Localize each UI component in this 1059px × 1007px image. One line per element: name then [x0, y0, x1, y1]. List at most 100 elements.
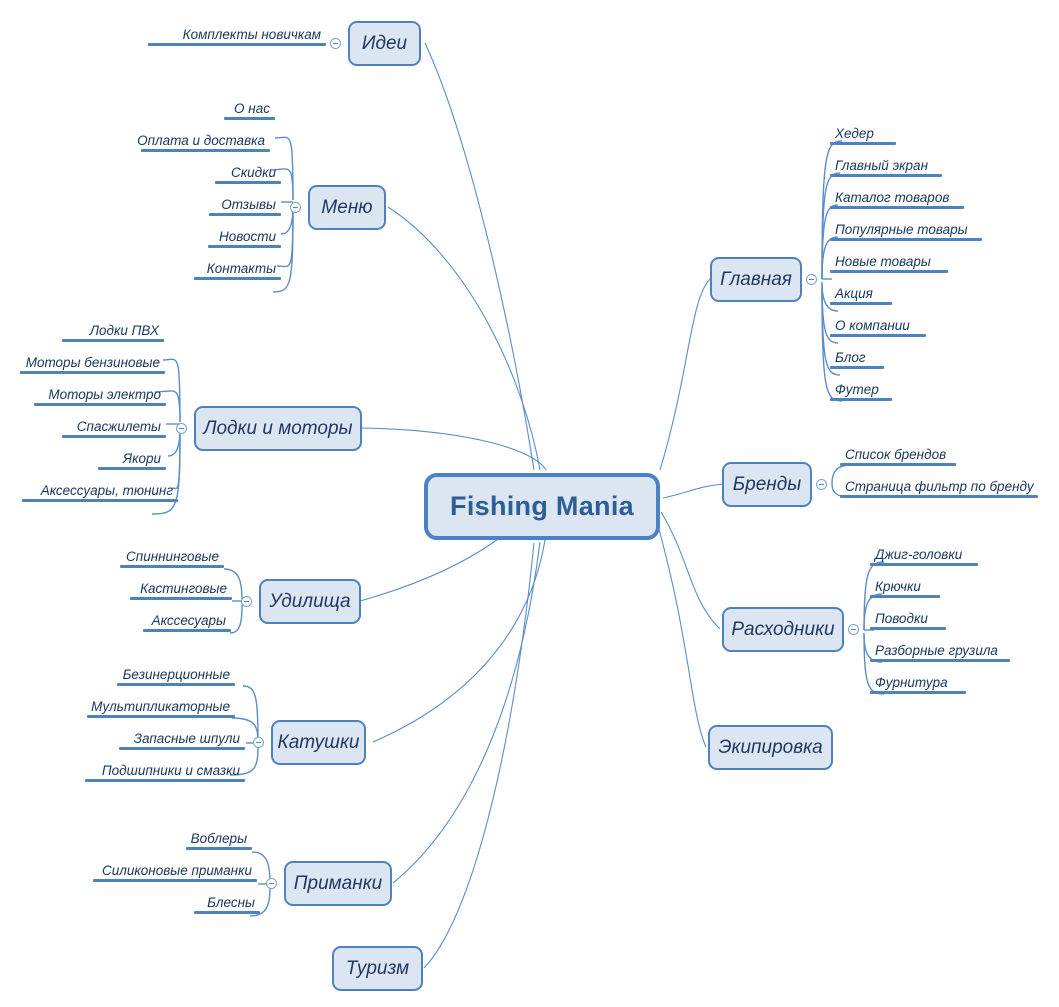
leaf-katushki-1[interactable]: Мультипликаторные: [87, 696, 235, 718]
leaf-brendy-1[interactable]: Страница фильтр по бренду: [840, 476, 1038, 498]
leaf-label: Поводки: [875, 611, 928, 626]
leaf-raskhodniki-2[interactable]: Поводки: [870, 608, 946, 630]
leaf-primanki-2[interactable]: Блесны: [194, 892, 260, 914]
branch-node-lodki-i-motory[interactable]: Лодки и моторы: [194, 406, 362, 451]
leaf-menu-0[interactable]: О нас: [224, 98, 275, 120]
branch-node-ekipirovka[interactable]: Экипировка: [708, 725, 833, 770]
leaf-glavnaya-4[interactable]: Новые товары: [830, 251, 948, 273]
branch-spine-lodki: [151, 358, 181, 515]
leaf-label: Лодки ПВХ: [89, 323, 159, 338]
collapse-toggle-lodki-i-motory[interactable]: [176, 423, 187, 434]
leaf-label: Блог: [835, 350, 866, 365]
leaf-lodki-5[interactable]: Аксессуары, тюнинг: [22, 480, 178, 502]
leaf-underline: [22, 499, 178, 502]
leaf-primanki-1[interactable]: Силиконовые приманки: [93, 860, 257, 882]
leaf-menu-3[interactable]: Отзывы: [209, 194, 281, 216]
leaf-menu-5[interactable]: Контакты: [194, 258, 281, 280]
leaf-underline: [830, 334, 926, 337]
leaf-menu-1[interactable]: Оплата и доставка: [137, 130, 270, 152]
leaf-idei-0[interactable]: Комплекты новичкам: [148, 24, 326, 46]
collapse-toggle-menu[interactable]: [290, 202, 301, 213]
branch-node-katushki[interactable]: Катушки: [271, 720, 366, 765]
leaf-label: Запасные шпули: [133, 731, 240, 746]
leaf-brendy-0[interactable]: Список брендов: [840, 444, 956, 466]
leaf-menu-4[interactable]: Новости: [208, 226, 281, 248]
leaf-label: Крючки: [875, 579, 921, 594]
branch-label-menu: Меню: [321, 196, 373, 218]
leaf-glavnaya-5[interactable]: Акция: [830, 283, 892, 305]
leaf-glavnaya-7[interactable]: Блог: [830, 347, 884, 369]
leaf-udilishcha-0[interactable]: Спиннинговые: [120, 546, 224, 568]
leaf-glavnaya-3[interactable]: Популярные товары: [830, 219, 982, 241]
branch-node-brendy[interactable]: Бренды: [722, 462, 812, 507]
leaf-glavnaya-2[interactable]: Каталог товаров: [830, 187, 964, 209]
leaf-underline: [830, 270, 948, 273]
branch-node-raskhodniki[interactable]: Расходники: [722, 607, 844, 652]
leaf-underline: [830, 206, 964, 209]
collapse-toggle-primanki[interactable]: [266, 878, 277, 889]
leaf-label: Акссесуары: [151, 613, 226, 628]
collapse-toggle-raskhodniki[interactable]: [848, 624, 859, 635]
leaf-underline: [120, 565, 224, 568]
branch-label-turizm: Туризм: [345, 957, 410, 979]
branch-node-udilishcha[interactable]: Удилища: [259, 579, 361, 624]
leaf-underline: [208, 245, 281, 248]
collapse-toggle-katushki[interactable]: [253, 737, 264, 748]
leaf-udilishcha-2[interactable]: Акссесуары: [143, 610, 231, 632]
branch-node-glavnaya[interactable]: Главная: [710, 257, 802, 302]
leaf-label: Акция: [835, 286, 873, 301]
branch-node-primanki[interactable]: Приманки: [284, 861, 392, 906]
leaf-udilishcha-1[interactable]: Кастинговые: [130, 578, 232, 600]
leaf-label: Скидки: [231, 165, 276, 180]
branch-node-turizm[interactable]: Туризм: [332, 946, 423, 991]
leaf-lodki-1[interactable]: Моторы бензиновые: [20, 352, 165, 374]
leaf-raskhodniki-1[interactable]: Крючки: [870, 576, 940, 598]
leaf-label: Силиконовые приманки: [102, 863, 252, 878]
branch-label-brendy: Бренды: [732, 473, 802, 495]
leaf-underline: [830, 142, 896, 145]
leaf-raskhodniki-4[interactable]: Фурнитура: [870, 672, 966, 694]
branch-label-raskhodniki: Расходники: [731, 618, 835, 640]
leaf-primanki-0[interactable]: Воблеры: [186, 828, 252, 850]
leaf-underline: [209, 213, 281, 216]
leaf-label: Воблеры: [190, 831, 247, 846]
leaf-label: Футер: [835, 382, 879, 397]
leaf-glavnaya-6[interactable]: О компании: [830, 315, 926, 337]
leaf-katushki-0[interactable]: Безинерционные: [117, 664, 235, 686]
branch-node-menu[interactable]: Меню: [308, 185, 386, 230]
branch-spine-glavnaya: [821, 140, 843, 402]
leaf-katushki-3[interactable]: Подшипники и смазки: [85, 760, 245, 782]
leaf-label: О компании: [835, 318, 910, 333]
leaf-katushki-2[interactable]: Запасные шпули: [119, 728, 245, 750]
leaf-lodki-2[interactable]: Моторы электро: [34, 384, 166, 406]
collapse-toggle-brendy[interactable]: [816, 479, 827, 490]
leaf-glavnaya-8[interactable]: Футер: [830, 379, 892, 401]
leaf-underline: [224, 117, 275, 120]
leaf-underline: [62, 339, 164, 342]
leaf-underline: [20, 371, 165, 374]
leaf-lodki-3[interactable]: Спасжилеты: [62, 416, 166, 438]
leaf-label: Комплекты новичкам: [182, 27, 321, 42]
leaf-menu-2[interactable]: Скидки: [215, 162, 281, 184]
leaf-lodki-4[interactable]: Якори: [98, 448, 166, 470]
leaf-glavnaya-0[interactable]: Хедер: [830, 123, 896, 145]
branch-label-ekipirovka: Экипировка: [718, 736, 823, 758]
leaf-label: Спасжилеты: [76, 419, 161, 434]
collapse-toggle-udilishcha[interactable]: [241, 596, 252, 607]
leaf-underline: [830, 398, 892, 401]
collapse-toggle-glavnaya[interactable]: [806, 274, 817, 285]
leaf-label: Главный экран: [835, 158, 928, 173]
leaf-label: Разборные грузила: [875, 643, 998, 658]
leaf-raskhodniki-3[interactable]: Разборные грузила: [870, 640, 1010, 662]
leaf-underline: [870, 659, 1010, 662]
leaf-label: Список брендов: [845, 447, 947, 462]
collapse-toggle-idei[interactable]: [330, 38, 341, 49]
central-node[interactable]: Fishing Mania: [424, 473, 660, 540]
leaf-raskhodniki-0[interactable]: Джиг-головки: [870, 544, 978, 566]
leaf-underline: [840, 463, 956, 466]
branch-node-idei[interactable]: Идеи: [348, 21, 421, 66]
leaf-lodki-0[interactable]: Лодки ПВХ: [62, 320, 164, 342]
leaf-label: Каталог товаров: [835, 190, 950, 205]
leaf-label: Кастинговые: [140, 581, 227, 596]
leaf-glavnaya-1[interactable]: Главный экран: [830, 155, 942, 177]
